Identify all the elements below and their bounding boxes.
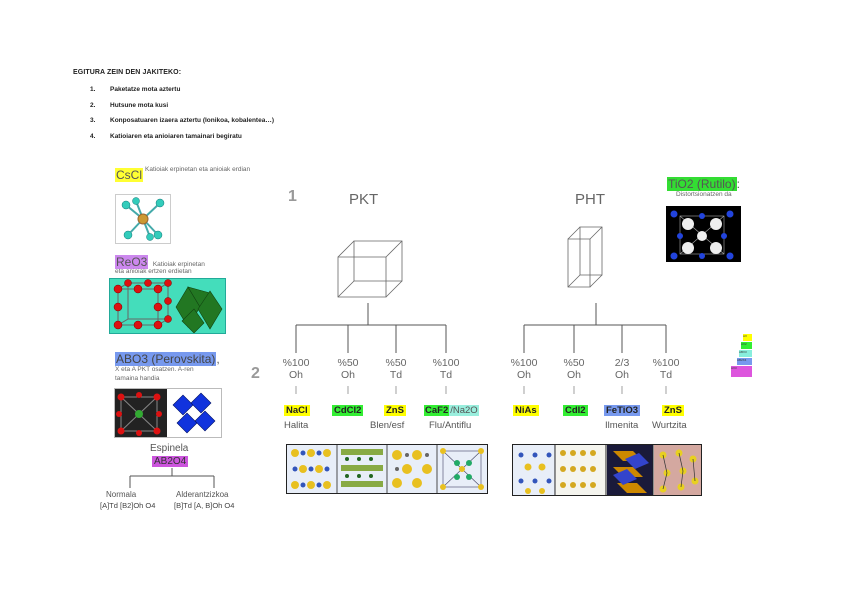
- pkt-cube-icon: [337, 240, 403, 298]
- tio2-block: TiO2 (Rutilo):: [667, 177, 740, 191]
- row-number-2: 2: [251, 365, 260, 382]
- legend-swatch-abx3: ABX3: [739, 350, 752, 357]
- spinel-title: Espinela: [150, 443, 189, 454]
- legend-swatch-ax3: AX3: [731, 366, 752, 377]
- legend-swatch-ax: AX: [743, 334, 752, 341]
- spinel-normal-formula: [A]Td [B2]Oh O4: [100, 501, 156, 510]
- pkt-title: PKT: [349, 191, 379, 208]
- tio2-desc: Distortsionatzen da: [676, 191, 732, 198]
- pht-compound-1: NiAs: [513, 405, 539, 416]
- abo3-structure-icon: [115, 389, 221, 437]
- row-number-1: 1: [288, 188, 297, 205]
- intro-title: EGITURA ZEIN DEN JAKITEKO:: [73, 69, 182, 76]
- spinel-inverse-label: Alderantzizkoa: [176, 490, 229, 499]
- cscl-structure-image: [115, 194, 171, 244]
- abo3-structure-image: [114, 388, 222, 438]
- pkt-compound-1: NaCl: [284, 405, 310, 416]
- spinel-inverse-formula: [B]Td [A, B]Oh O4: [174, 501, 235, 510]
- packing-tree: [295, 226, 667, 353]
- abo3-label: ABO3 (Perovskita): [115, 352, 217, 366]
- pht-compound-3: FeTiO3: [604, 405, 641, 416]
- abo3-block: ABO3 (Perovskita),: [115, 352, 220, 366]
- reo3-desc-2: eta anioiak ertzen erdietan: [115, 268, 192, 275]
- tio2-structure-image: [666, 206, 741, 262]
- pht-structures-image: [512, 444, 702, 496]
- step-1: 1.Paketatze mota aztertu: [90, 86, 181, 93]
- pkt-compound-3: ZnS: [384, 405, 406, 416]
- pkt-mineral-1: Halita: [284, 420, 309, 431]
- pkt-compound-4: CaF2/Na2O: [424, 405, 479, 416]
- cscl-desc: Katioiak erpinetan eta anioiak erdian: [145, 166, 251, 173]
- abo3-desc-2: tamaina handia: [115, 375, 160, 382]
- legend-swatch-ab2x4: AB2X4: [737, 358, 752, 365]
- site-ticks: [295, 386, 667, 394]
- legend-swatches: AX AX2 ABX3 AB2X4 AX3: [731, 334, 753, 380]
- tio2-structure-icon: [670, 210, 734, 260]
- pkt-structures-icon: [291, 445, 484, 493]
- pkt-structures-image: [286, 444, 488, 494]
- spinel-formula: AB2O4: [152, 456, 189, 467]
- pht-title: PHT: [575, 191, 605, 208]
- pht-compound-2: CdI2: [563, 405, 588, 416]
- pht-mineral-4: Wurtzita: [652, 420, 687, 431]
- step-3: 3.Konposatuaren izaera aztertu (Ionikoa,…: [90, 117, 274, 124]
- pkt-mineral-4: Flu/Antiflu: [429, 420, 472, 431]
- legend-swatch-ax2: AX2: [741, 342, 752, 349]
- cscl-label: CsCl: [115, 168, 143, 182]
- pht-structures-icon: [513, 445, 701, 495]
- reo3-structure-icon: [113, 279, 223, 334]
- pht-compound-4: ZnS: [662, 405, 684, 416]
- pht-mineral-3: Ilmenita: [605, 420, 639, 431]
- reo3-structure-image: [109, 278, 226, 334]
- pkt-mineral-3: Blen/esf: [370, 420, 405, 431]
- step-2: 2.Hutsune mota kusi: [90, 102, 169, 109]
- tio2-label: TiO2 (Rutilo): [667, 177, 737, 191]
- step-4: 4.Katioiaren eta anioiaren tamainari beg…: [90, 133, 242, 140]
- spinel-tree: [129, 468, 215, 488]
- abo3-desc-1: X eta A PKT osatzen. A-ren: [115, 366, 194, 373]
- cscl-structure-icon: [121, 197, 165, 241]
- spinel-normal-label: Normala: [106, 490, 137, 499]
- reo3-label: ReO3: [115, 255, 149, 269]
- reo3-desc-1: Katioiak erpinetan: [152, 261, 205, 268]
- pht-prism-icon: [567, 226, 603, 288]
- pkt-compound-2: CdCl2: [332, 405, 364, 416]
- reo3-block: ReO3 Katioiak erpinetan: [115, 253, 205, 271]
